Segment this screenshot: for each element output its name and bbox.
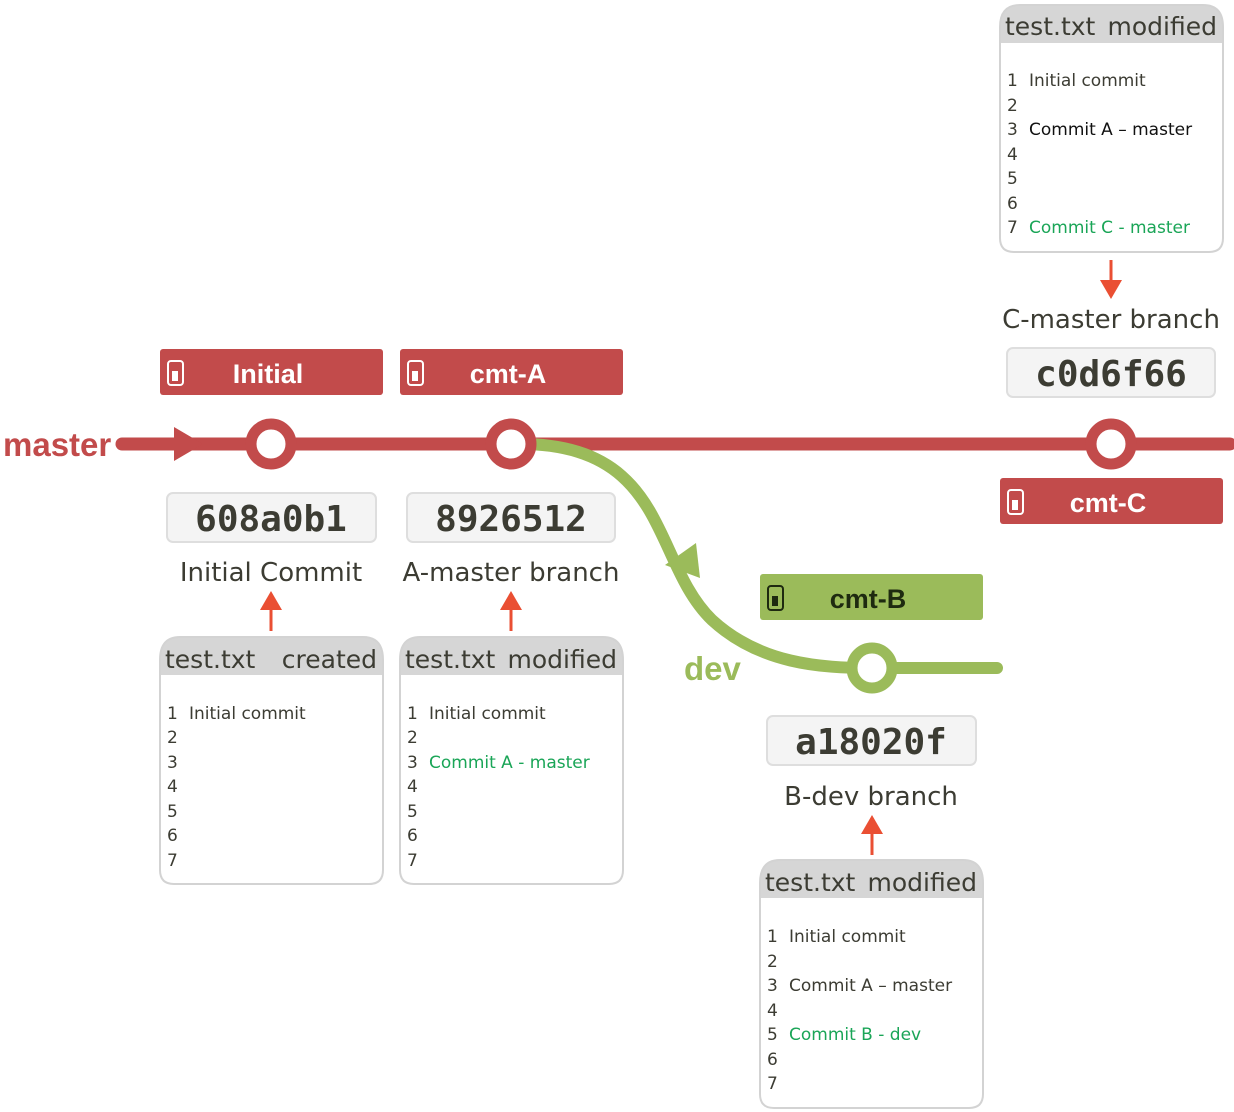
tag-label: cmt-B xyxy=(830,584,907,614)
tag-icon xyxy=(407,360,424,386)
commit-node-cmt-a[interactable] xyxy=(485,418,537,470)
commit-sha-cmt-c: c0d6f66 xyxy=(1006,347,1216,398)
file-card-cmt-a: test.txt modified 1 Initial commit 2 3 C… xyxy=(399,636,624,885)
tag-label: Initial xyxy=(233,359,304,389)
line-number: 3 xyxy=(167,753,178,773)
line-text-new: Commit B - dev xyxy=(789,1025,921,1045)
tag-icon xyxy=(167,360,184,386)
line-number: 2 xyxy=(407,728,418,748)
file-name: test.txt xyxy=(1005,12,1096,41)
line-number: 4 xyxy=(767,1001,778,1021)
line-number: 4 xyxy=(407,777,418,797)
sha-label: c0d6f66 xyxy=(1035,354,1187,395)
line-text: Initial commit xyxy=(1029,71,1146,91)
dev-branch: dev xyxy=(505,437,1003,687)
file-status: created xyxy=(282,645,377,674)
line-number: 4 xyxy=(167,777,178,797)
line-number: 2 xyxy=(167,728,178,748)
line-number: 6 xyxy=(1007,194,1018,214)
line-number: 7 xyxy=(767,1074,778,1094)
tag-label: cmt-C xyxy=(1070,488,1147,518)
file-name: test.txt xyxy=(765,868,856,897)
commit-sha-cmt-a: 8926512 xyxy=(406,492,616,543)
line-text: Initial commit xyxy=(789,927,906,947)
file-card-initial: test.txt created 1 Initial commit 2 3 4 … xyxy=(159,636,384,885)
line-text: Commit A – master xyxy=(789,976,952,996)
file-card-cmt-c: test.txt modified 1 Initial commit 2 3 C… xyxy=(999,4,1224,253)
line-number: 3 xyxy=(767,976,778,996)
file-status: modified xyxy=(868,868,977,897)
file-card-cmt-b: test.txt modified 1 Initial commit 2 3 C… xyxy=(759,859,984,1109)
tag-icon xyxy=(767,585,784,611)
commit-sha-initial: 608a0b1 xyxy=(166,492,377,543)
down-arrow-icon xyxy=(1100,260,1122,299)
commit-node-cmt-b[interactable] xyxy=(846,642,898,694)
commit-caption-cmt-b: B-dev branch xyxy=(784,782,958,812)
commit-sha-cmt-b: a18020f xyxy=(766,715,977,766)
commit-node-initial[interactable] xyxy=(245,418,297,470)
line-number: 1 xyxy=(167,704,178,724)
line-number: 1 xyxy=(1007,71,1018,91)
sha-label: 8926512 xyxy=(435,499,587,540)
dev-branch-label: dev xyxy=(684,650,742,687)
line-number: 6 xyxy=(407,826,418,846)
line-number: 5 xyxy=(1007,169,1018,189)
commit-caption-cmt-a: A-master branch xyxy=(403,558,620,588)
master-branch-label: master xyxy=(3,426,111,463)
file-status: modified xyxy=(508,645,617,674)
commit-caption-initial: Initial Commit xyxy=(180,558,362,588)
file-name: test.txt xyxy=(405,645,496,674)
tag-badge-cmt-b: cmt-B xyxy=(760,574,983,620)
line-text: Initial commit xyxy=(189,704,306,724)
tag-label: cmt-A xyxy=(470,359,547,389)
line-number: 1 xyxy=(407,704,418,724)
master-branch: master xyxy=(3,426,1234,463)
line-text-new: Commit A - master xyxy=(429,753,590,773)
line-number: 5 xyxy=(407,802,418,822)
file-name: test.txt xyxy=(165,645,256,674)
line-number: 2 xyxy=(767,952,778,972)
dev-branch-line xyxy=(505,437,1003,674)
commit-node-cmt-c[interactable] xyxy=(1085,418,1137,470)
line-number: 6 xyxy=(167,826,178,846)
line-text: Commit A – master xyxy=(1029,120,1192,140)
line-number: 5 xyxy=(167,802,178,822)
line-number: 7 xyxy=(407,851,418,871)
sha-label: a18020f xyxy=(795,722,947,763)
tag-icon xyxy=(1007,489,1024,515)
line-number: 3 xyxy=(407,753,418,773)
tag-badge-cmt-a: cmt-A xyxy=(400,349,623,395)
up-arrow-icon xyxy=(500,591,522,631)
tag-badge-cmt-c: cmt-C xyxy=(1000,478,1223,524)
up-arrow-icon xyxy=(861,815,883,855)
line-text-new: Commit C - master xyxy=(1029,218,1190,238)
line-number: 7 xyxy=(167,851,178,871)
line-number: 3 xyxy=(1007,120,1018,140)
line-number: 6 xyxy=(767,1050,778,1070)
dev-direction-arrow-icon xyxy=(665,543,700,578)
file-status: modified xyxy=(1108,12,1217,41)
line-number: 1 xyxy=(767,927,778,947)
line-number: 7 xyxy=(1007,218,1018,238)
line-number: 5 xyxy=(767,1025,778,1045)
tag-badge-initial: Initial xyxy=(160,349,383,395)
line-number: 4 xyxy=(1007,145,1018,165)
sha-label: 608a0b1 xyxy=(195,499,347,540)
master-direction-arrow-icon xyxy=(174,427,203,461)
line-number: 2 xyxy=(1007,96,1018,116)
commit-caption-cmt-c: C-master branch xyxy=(1002,305,1220,335)
line-text: Initial commit xyxy=(429,704,546,724)
up-arrow-icon xyxy=(260,591,282,631)
